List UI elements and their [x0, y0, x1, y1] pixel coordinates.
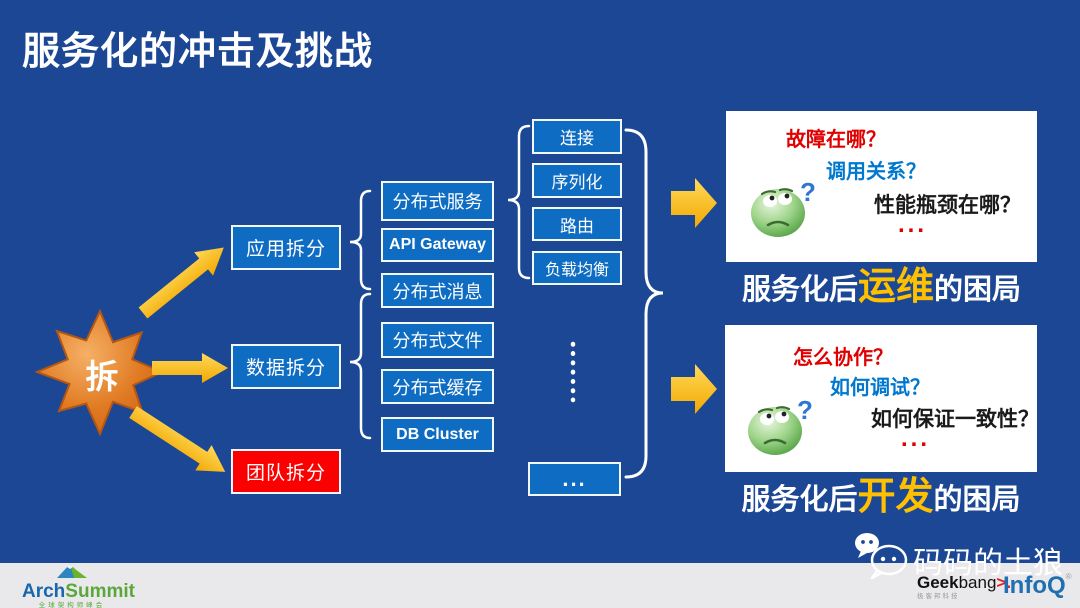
dev-question-3: 如何保证一致性？: [871, 408, 1039, 431]
box-api-gateway: API Gateway: [381, 228, 494, 262]
dev-question-panel: 怎么协作？ 如何调试？ 如何保证一致性？ ... ?: [725, 325, 1039, 472]
arrow-to-app-split: [138, 247, 224, 319]
dev-question-dots: ...: [901, 425, 931, 452]
box-ellipsis: ...: [528, 462, 621, 496]
ops-question-1: 故障在哪？: [786, 129, 886, 151]
mountain-icon: [57, 564, 87, 578]
dev-question-1: 怎么协作？: [793, 347, 893, 369]
ops-caption: 服务化后运维的困局: [726, 262, 1037, 315]
dev-caption-prefix: 服务化后: [741, 484, 858, 516]
brace-data-split: [349, 292, 372, 440]
svg-text:?: ?: [797, 395, 813, 425]
wechat-account-name: 码码的土狼: [913, 547, 1063, 580]
box-db-cluster: DB Cluster: [381, 417, 494, 452]
thinking-face-icon: ?: [745, 395, 823, 464]
dev-question-2: 如何调试？: [830, 377, 930, 399]
ops-caption-prefix: 服务化后: [741, 274, 858, 306]
ops-caption-suffix: 的困局: [934, 274, 1022, 306]
box-distributed-cache: 分布式缓存: [381, 369, 494, 404]
split-star-label: 拆: [85, 357, 119, 396]
arrow-to-data-split: [152, 353, 228, 383]
dev-caption-suffix: 的困局: [933, 484, 1021, 516]
ops-question-3: 性能瓶颈在哪？: [874, 194, 1021, 217]
box-data-split: 数据拆分: [231, 344, 341, 389]
ops-caption-highlight: 运维: [857, 266, 934, 308]
arrow-to-team-split: [129, 406, 226, 472]
box-distributed-service: 分布式服务: [381, 181, 494, 221]
ops-question-dots: ...: [898, 211, 928, 238]
split-star-shape: [34, 308, 165, 437]
box-routing: 路由: [532, 207, 622, 241]
arrow-to-ops-panel: [671, 178, 717, 228]
page-title: 服务化的冲击及挑战: [22, 31, 374, 73]
wechat-icon: [853, 531, 911, 586]
arrow-to-dev-panel: [671, 364, 717, 414]
dev-caption-highlight: 开发: [857, 476, 934, 518]
dev-caption: 服务化后开发的困局: [725, 472, 1037, 525]
geekbang-logo: Geekbang>. 极客邦科技: [917, 573, 1012, 600]
archsummit-tagline: 全球架构师峰会: [38, 602, 106, 608]
geekbang-tagline: 极客邦科技: [917, 593, 960, 600]
box-serialization: 序列化: [532, 163, 622, 198]
brace-right-column: [624, 128, 664, 479]
svg-text:?: ?: [800, 177, 816, 207]
box-distributed-message: 分布式消息: [381, 273, 494, 308]
box-team-split: 团队拆分: [231, 449, 341, 494]
brace-app-split: [349, 189, 372, 291]
box-app-split: 应用拆分: [231, 225, 341, 270]
ops-question-2: 调用关系？: [826, 161, 926, 183]
brace-service-detail: [507, 124, 531, 280]
box-connection: 连接: [532, 119, 622, 154]
infoq-logo: InfoQ®: [1003, 572, 1072, 599]
thinking-face-icon: ?: [748, 177, 826, 246]
box-distributed-file: 分布式文件: [381, 322, 494, 358]
archsummit-wordmark: ArchSummit: [22, 581, 135, 602]
box-load-balance: 负载均衡: [532, 251, 622, 285]
ops-question-panel: 故障在哪？ 调用关系？ 性能瓶颈在哪？ ... ?: [726, 111, 1037, 262]
archsummit-logo: ArchSummit 全球架构师峰会: [22, 562, 135, 608]
